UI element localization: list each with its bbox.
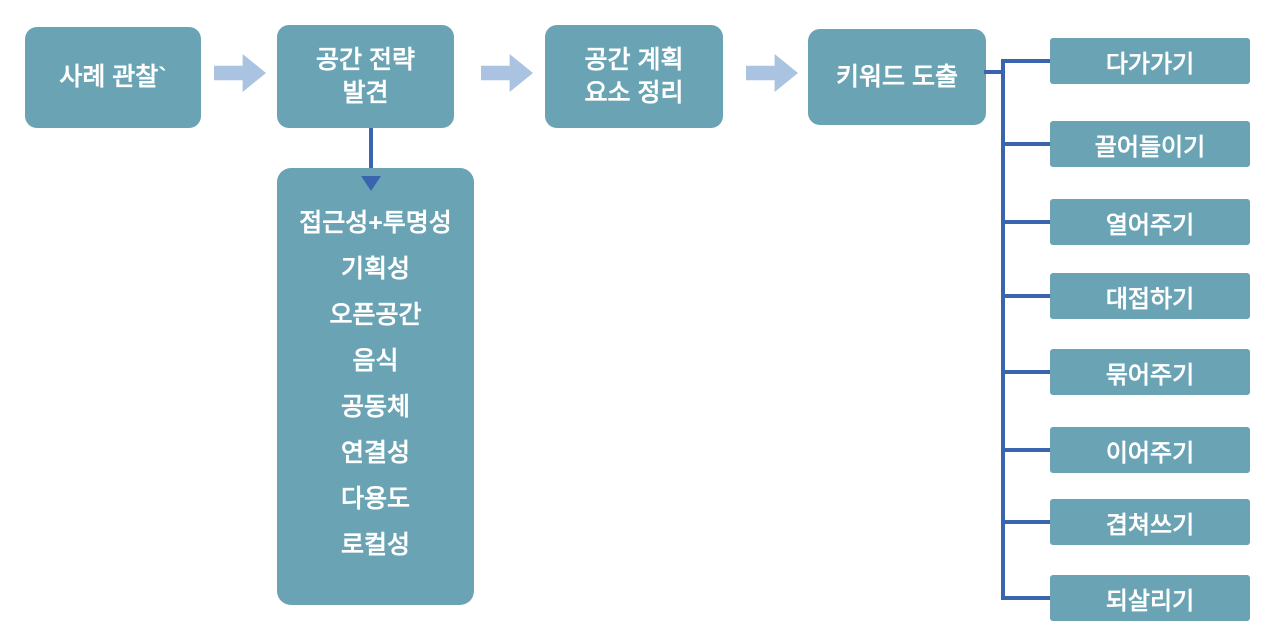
flow-step-case-observation: 사례 관찰` [25, 27, 201, 128]
right-block-arrow-icon [746, 54, 798, 92]
strategy-item-food: 음식 [352, 347, 399, 375]
flow-step-plan-elements: 공간 계획 요소 정리 [545, 25, 723, 128]
keyword-box-draw-in: 끌어들이기 [1050, 121, 1250, 167]
keyword-box-link: 이어주기 [1050, 427, 1250, 473]
connector-keyword-branch [1003, 370, 1050, 374]
connector-keyword-branch [1003, 294, 1050, 298]
connector-keyword-trunk [1001, 59, 1005, 600]
connector-keyword-branch [1003, 220, 1050, 224]
strategy-item-community: 공동체 [340, 393, 410, 421]
right-block-arrow-icon [481, 54, 533, 92]
keyword-box-open-up: 열어주기 [1050, 199, 1250, 245]
connector-keyword-branch [1003, 520, 1050, 524]
keyword-box-overlap: 겹쳐쓰기 [1050, 499, 1250, 545]
connector-strategy-arrowhead-icon [361, 176, 381, 191]
right-block-arrow-icon [214, 54, 266, 92]
strategy-item-open-space: 오픈공간 [329, 301, 422, 329]
keyword-box-bundle: 묶어주기 [1050, 349, 1250, 395]
connector-strategy-line [369, 128, 373, 180]
strategy-item-connectivity: 연결성 [340, 439, 410, 467]
keyword-box-revive: 되살리기 [1050, 575, 1250, 621]
connector-keyword-branch [1003, 142, 1050, 146]
flow-step-space-strategy: 공간 전략 발견 [277, 25, 454, 128]
connector-keyword-branch [1003, 448, 1050, 452]
connector-keyword-stub-root [984, 70, 1003, 74]
keyword-box-serve: 대접하기 [1050, 273, 1250, 319]
connector-keyword-branch [1003, 59, 1050, 63]
strategy-item-planning: 기획성 [340, 255, 410, 283]
strategy-item-accessibility-transparency: 접근성+투명성 [299, 209, 452, 237]
strategy-item-locality: 로컬성 [340, 531, 410, 559]
strategy-list-box: 접근성+투명성 기획성 오픈공간 음식 공동체 연결성 다용도 로컬성 [277, 168, 474, 605]
connector-keyword-branch [1003, 596, 1050, 600]
keyword-box-approach: 다가가기 [1050, 38, 1250, 84]
strategy-item-multipurpose: 다용도 [340, 485, 410, 513]
flow-step-keyword-derivation: 키워드 도출 [808, 29, 986, 125]
